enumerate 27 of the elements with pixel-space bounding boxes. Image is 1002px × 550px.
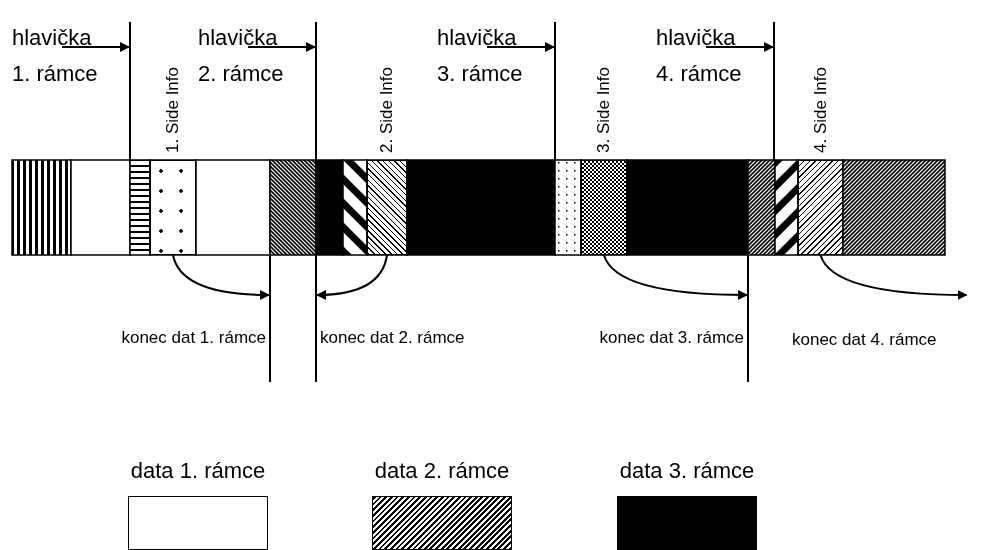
arrow bbox=[247, 42, 316, 52]
arrow bbox=[486, 42, 555, 52]
side-info-label: 3. Side Info bbox=[594, 66, 614, 153]
arrow bbox=[705, 42, 774, 52]
arrow bbox=[819, 254, 968, 300]
data-end-label: konec dat 4. rámce bbox=[792, 330, 937, 350]
header-label: hlavička 4. rámce bbox=[656, 20, 748, 92]
frame-boundary-line bbox=[315, 22, 317, 160]
arrow bbox=[603, 254, 748, 300]
header-label: hlavička 1. rámce bbox=[12, 20, 104, 92]
data-end-label: konec dat 2. rámce bbox=[320, 328, 465, 348]
frame-boundary-line bbox=[129, 22, 131, 160]
data-end-label: konec dat 3. rámce bbox=[599, 328, 744, 348]
frame-boundary-line bbox=[554, 22, 556, 160]
header-label: hlavička 3. rámce bbox=[437, 20, 529, 92]
arrow bbox=[61, 42, 130, 52]
data-end-label: konec dat 1. rámce bbox=[121, 328, 266, 348]
legend-label: data 3. rámce bbox=[618, 458, 756, 484]
arrow bbox=[316, 254, 388, 300]
frame-boundary-line bbox=[773, 22, 775, 160]
arrow bbox=[172, 254, 270, 300]
legend-label: data 2. rámce bbox=[373, 458, 511, 484]
legend-label: data 1. rámce bbox=[129, 458, 267, 484]
side-info-label: 4. Side Info bbox=[810, 66, 831, 153]
side-info-label: 1. Side Info bbox=[163, 66, 183, 153]
header-label: hlavička 2. rámce bbox=[198, 20, 290, 92]
side-info-label: 2. Side Info bbox=[377, 66, 397, 153]
